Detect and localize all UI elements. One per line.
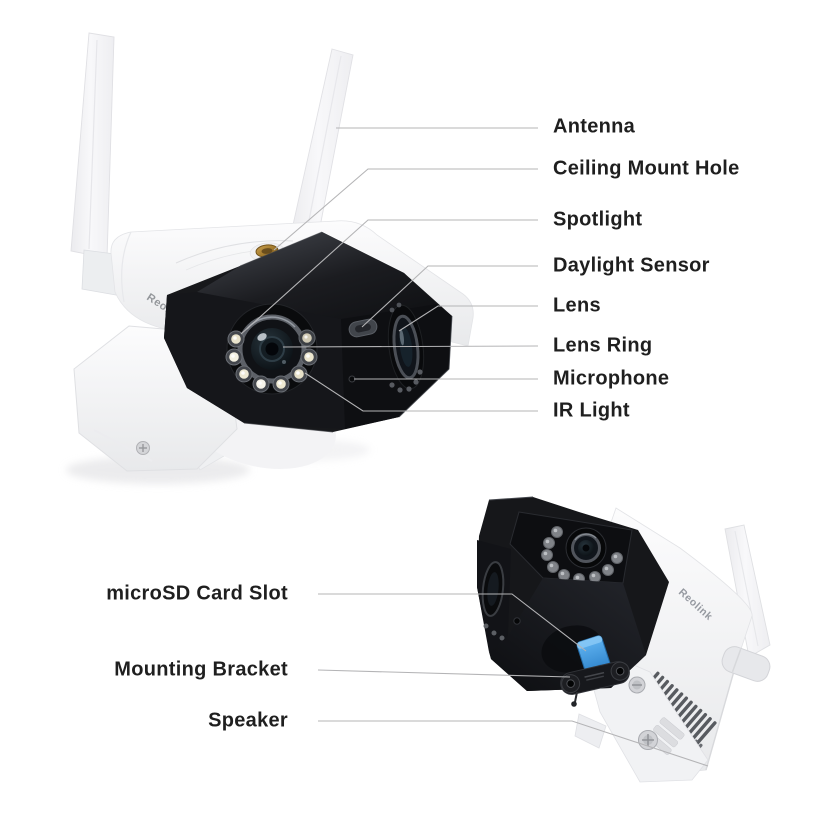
callout-line-lens-ring [282, 345, 539, 348]
bottom-second-lens [481, 561, 505, 617]
camera-front-view: Reolink [66, 32, 474, 484]
label-antenna: Antenna [553, 115, 636, 138]
top-visor [197, 232, 437, 319]
plate-pin [574, 691, 578, 703]
bottom-camera-head [477, 496, 669, 707]
callout-line-daylight-sensor [361, 265, 538, 328]
camera-head [164, 231, 453, 433]
bottom-antenna-hinge [721, 646, 771, 682]
arm-screw-top [628, 676, 646, 694]
label-ceiling-mount-hole: Ceiling Mount Hole [553, 157, 740, 180]
label-microphone: Microphone [553, 367, 670, 390]
second-lens [387, 304, 425, 390]
callout-line-lens [398, 305, 538, 332]
label-microsd-card-slot: microSD Card Slot [106, 582, 288, 605]
callout-line-speaker [318, 720, 709, 767]
callout-line-ceiling-mount-hole [273, 168, 538, 251]
label-speaker: Speaker [208, 709, 288, 732]
lens [251, 328, 293, 370]
label-mounting-bracket: Mounting Bracket [114, 658, 288, 681]
label-ir-light: IR Light [553, 399, 630, 422]
callout-line-spotlight [240, 219, 538, 335]
mounting-plate [560, 661, 630, 695]
callout-line-ir-light [304, 372, 538, 412]
callout-lines [240, 127, 709, 767]
label-daylight-sensor: Daylight Sensor [553, 254, 710, 277]
label-lens: Lens [553, 294, 601, 317]
arm-screw-bottom [638, 730, 658, 750]
ir-leds [389, 302, 423, 393]
bottom-lens [565, 527, 607, 569]
label-lens-ring: Lens Ring [553, 334, 653, 357]
spotlight-leds [225, 329, 318, 393]
camera-bottom-view: Reolink [477, 496, 771, 783]
label-spotlight: Spotlight [553, 208, 643, 231]
mount-screw [136, 441, 150, 455]
callout-line-mounting-bracket [317, 669, 571, 678]
daylight-sensor [348, 318, 378, 338]
callout-line-microsd-card-slot [318, 593, 587, 652]
